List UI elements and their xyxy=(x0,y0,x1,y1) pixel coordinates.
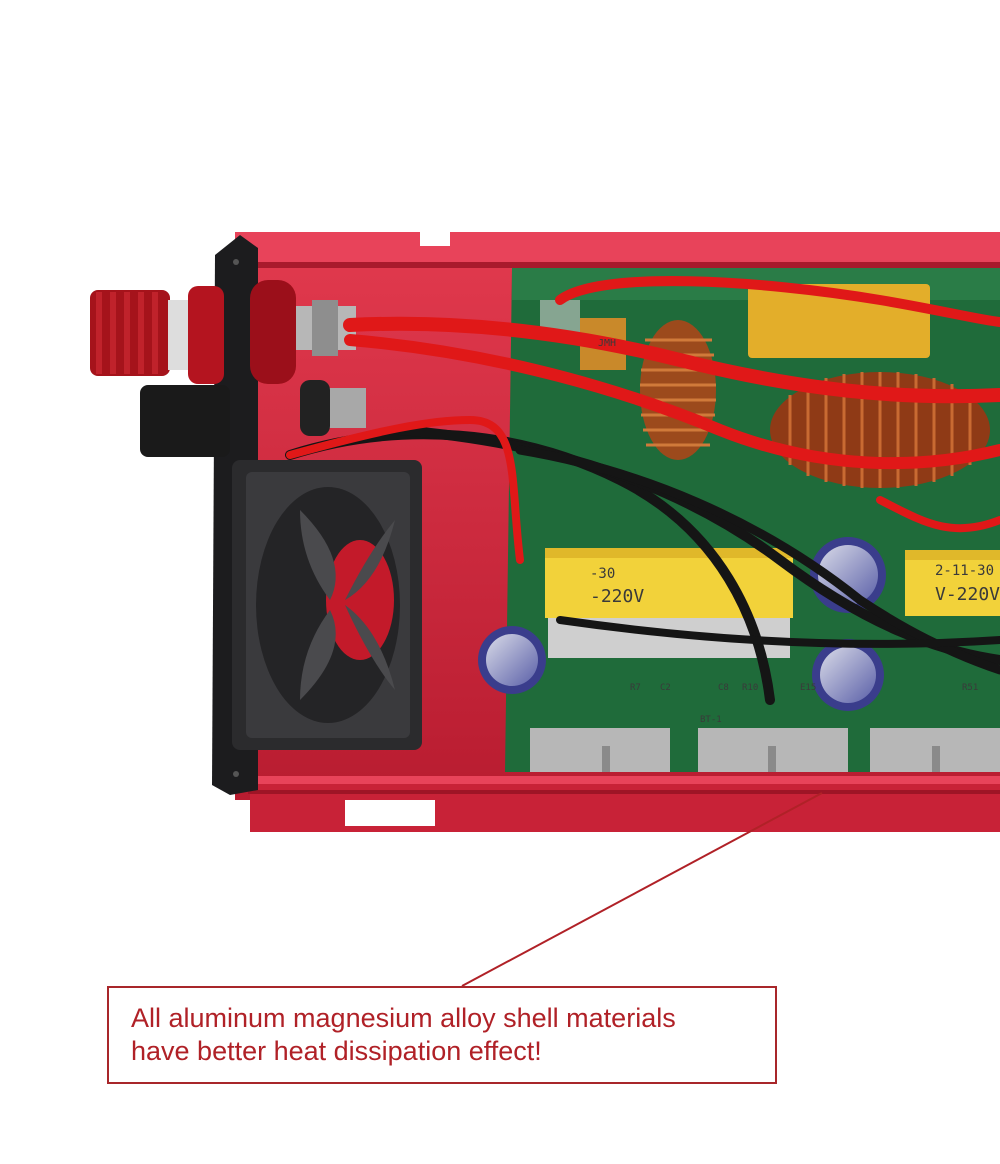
callout-leader-line xyxy=(461,792,823,987)
svg-text:R51: R51 xyxy=(962,683,978,693)
heat-sink-bar xyxy=(530,728,1000,772)
svg-text:E15: E15 xyxy=(800,683,816,693)
negative-terminal xyxy=(140,380,366,457)
transformer-left xyxy=(545,548,793,658)
callout-line-1: All aluminum magnesium alloy shell mater… xyxy=(131,1003,676,1033)
transformer-right-voltage: V-220V xyxy=(935,584,1000,605)
transformer-left-date: -30 xyxy=(590,566,615,582)
svg-text:R7: R7 xyxy=(630,683,641,693)
transformer-left-voltage: -220V xyxy=(590,586,644,607)
svg-text:C8: C8 xyxy=(718,683,729,693)
positive-terminal xyxy=(90,280,356,384)
svg-text:C2: C2 xyxy=(660,683,671,693)
svg-text:BT-1: BT-1 xyxy=(700,715,722,725)
transformer-right xyxy=(905,550,1000,616)
callout-box: All aluminum magnesium alloy shell mater… xyxy=(107,986,777,1084)
callout-line-2: have better heat dissipation effect! xyxy=(131,1036,542,1066)
red-wires xyxy=(286,276,1000,564)
transformer-right-date: 2-11-30 xyxy=(935,563,994,579)
cooling-fan xyxy=(232,460,422,750)
svg-text:R10: R10 xyxy=(742,683,758,693)
capacitor-code: JMH xyxy=(598,338,616,349)
pcb-silkscreen: R7 C2 C8 R10 E15 R51 BT-1 xyxy=(630,683,978,725)
